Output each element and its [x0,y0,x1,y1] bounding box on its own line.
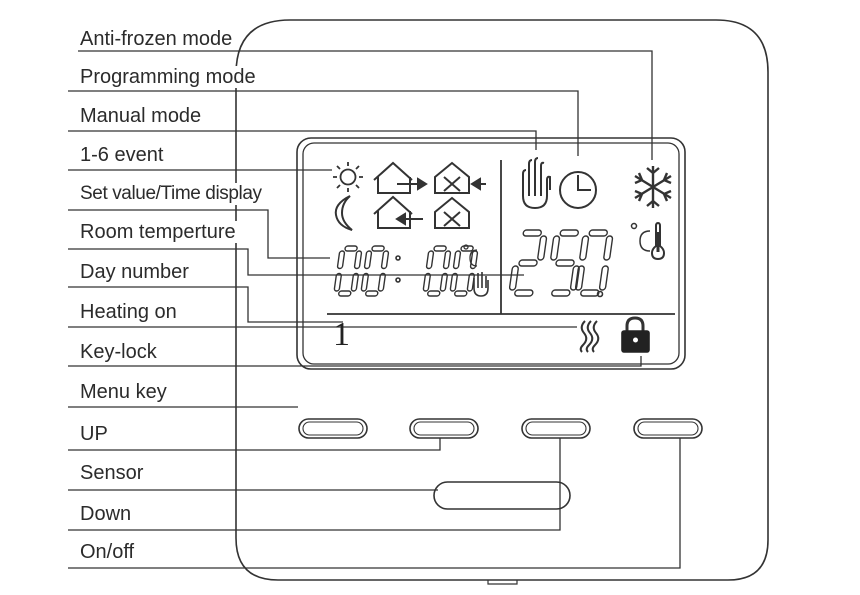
digit-segment [452,250,462,270]
lcd-screen-inner [302,142,680,365]
hand-icon [522,157,551,210]
label-day-number: Day number [80,261,191,283]
sun-icon [333,162,363,192]
temperature-display [508,229,614,297]
event-house-icon [434,196,470,229]
digit-segment [422,272,431,292]
digit-segment [371,245,385,252]
up-key[interactable] [409,418,479,439]
heating-waves-icon [579,320,600,353]
leader-room-temperature [68,248,524,276]
down-key-inner [525,421,587,436]
digit-segment [508,265,519,291]
digit-segment [353,250,363,270]
digit-segment [425,250,435,270]
menu-key[interactable] [298,418,368,439]
leader-day-number [68,286,343,323]
lcd-screen-outer [296,137,686,370]
sensor-window [433,481,571,510]
leader-key-lock [68,356,642,367]
leader-anti-frozen-mode [78,50,653,160]
digit-segment [427,290,441,297]
digit-segment [469,250,479,270]
digit-segment [522,229,542,237]
label-key-lock: Key-lock [80,341,159,363]
leader-programming-mode [68,90,579,156]
house-arrow-in-icon [373,195,423,229]
time-colon-dot [395,277,401,283]
moon-icon [334,195,353,231]
label-manual-mode: Manual mode [80,105,204,127]
label-set-value-time-display: Set value/Time display [80,183,264,205]
digit-segment [588,229,608,237]
digit-segment [569,265,580,291]
label-heating-on: Heating on [80,301,179,323]
digit-segment [336,250,346,270]
label-menu-key: Menu key [80,381,169,403]
leader-on-off [68,438,681,569]
digit-segment [518,259,538,267]
snowflake-icon [634,166,672,208]
digit-segment [579,235,590,261]
on-off-key-inner [637,421,699,436]
callout-lines [68,50,681,569]
digit-segment [439,272,448,292]
digit-segment [333,272,342,292]
digit-segment [433,245,447,252]
digit-segment [442,250,452,270]
decimal-point [596,290,604,298]
label-anti-frozen-mode: Anti-frozen mode [80,28,235,50]
down-key[interactable] [521,418,591,439]
digit-segment [377,272,386,292]
label-event: 1-6 event [80,144,166,166]
on-off-key[interactable] [633,418,703,439]
digit-segment [449,272,458,292]
celsius-icon [630,222,651,252]
label-room-temperature: Room temperture [80,221,238,243]
digit-segment [537,235,548,261]
digit-segment [551,289,571,297]
hand-small-icon [473,272,489,297]
digit-segment [598,265,609,291]
padlock-icon [621,316,650,353]
thermometer-icon [650,221,666,261]
digit-segment [380,250,390,270]
leader-down [68,438,561,531]
house-arrow-out-icon [373,161,428,194]
digit-segment [360,272,369,292]
digit-segment [574,265,585,291]
device-body [235,19,769,581]
label-sensor: Sensor [80,462,146,484]
label-on-off: On/off [80,541,137,563]
device-bottom-notch [487,580,518,585]
event-house-icon [434,161,486,194]
digit-segment [454,290,468,297]
digit-segment [363,250,373,270]
digit-segment [603,235,614,261]
leader-up [68,438,441,451]
digit-segment [550,235,561,261]
digit-segment [555,259,575,267]
leader-set-value-time-display [68,209,330,259]
digit-segment [514,289,534,297]
digit-segment [559,229,579,237]
digit-segment [580,289,600,297]
digit-segment [338,290,352,297]
digit-segment [365,290,379,297]
time-display [333,245,479,297]
celsius-small-icon [463,244,478,267]
label-up: UP [80,423,110,445]
leader-manual-mode [68,130,537,150]
label-programming-mode: Programming mode [80,66,258,88]
digit-segment [344,245,358,252]
label-down: Down [80,503,134,525]
digit-segment [350,272,359,292]
day-number-value: 1 [333,316,350,353]
clock-icon [559,171,597,209]
time-colon-dot [395,255,401,261]
up-key-inner [413,421,475,436]
menu-key-inner [302,421,364,436]
